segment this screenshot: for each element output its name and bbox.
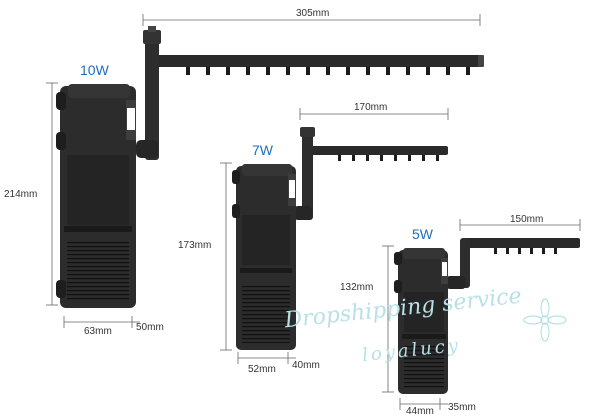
height-label-7w: 173mm	[178, 240, 212, 251]
pump-7w	[220, 108, 449, 364]
length-label-10w: 305mm	[296, 8, 330, 19]
depth-label-7w: 52mm	[248, 364, 276, 375]
power-label-7w: 7W	[252, 142, 273, 158]
spray-holes-10w	[186, 67, 470, 75]
spray-holes-7w	[338, 155, 439, 161]
pump-10w	[46, 14, 484, 328]
power-label-10w: 10W	[80, 62, 109, 78]
height-label-10w: 214mm	[4, 189, 38, 200]
height-label-5w: 132mm	[340, 282, 374, 293]
flower-watermark-icon	[523, 298, 567, 342]
length-label-7w: 170mm	[354, 102, 388, 113]
width-label-5w: 35mm	[448, 402, 476, 413]
width-label-7w: 40mm	[292, 360, 320, 371]
depth-label-5w: 44mm	[406, 406, 434, 417]
depth-label-10w: 63mm	[84, 326, 112, 337]
power-label-5w: 5W	[412, 226, 433, 242]
width-label-10w: 50mm	[136, 322, 164, 333]
spray-holes-5w	[494, 248, 557, 254]
pump-5w	[382, 219, 581, 410]
length-label-5w: 150mm	[510, 214, 544, 225]
